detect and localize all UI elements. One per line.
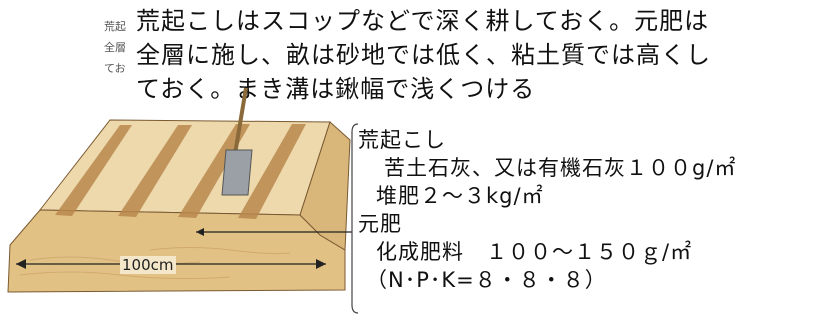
ghost-line-3: てお	[104, 62, 126, 75]
furrow-1	[55, 125, 132, 216]
ghost-line-1: 荒起	[104, 20, 126, 33]
description-line-3: ておく。まき溝は鍬幅で浅くつける	[136, 75, 536, 103]
ghost-line-2: 全層	[104, 41, 126, 54]
description-line-2: 全層に施し、畝は砂地では低く、粘土質では高くし	[136, 41, 711, 69]
base-fertilizer-heading: 元肥	[358, 212, 402, 236]
plow-item-lime: 苦土石灰、又は有機石灰１００g/㎡	[384, 156, 737, 180]
shovel-icon	[221, 87, 253, 196]
furrow-4	[238, 124, 306, 219]
fertilizer-spec: 荒起こし 苦土石灰、又は有機石灰１００g/㎡ 堆肥２～３kg/㎡ 元肥 化成肥料…	[358, 126, 736, 294]
npk-ratio: （N･P･K=８・８・８）	[366, 268, 607, 292]
spec-bracket	[351, 123, 359, 314]
description-line-1: 荒起こしはスコップなどで深く耕しておく。元肥は	[136, 7, 710, 35]
base-fertilizer-item: 化成肥料 １００～１５０ｇ/㎡	[376, 240, 693, 264]
fertilizer-pointer-arrow	[196, 228, 352, 236]
furrow-2	[118, 125, 192, 217]
plow-heading: 荒起こし	[358, 128, 446, 152]
plow-item-compost: 堆肥２～３kg/㎡	[376, 184, 544, 208]
width-label: 100cm	[120, 256, 176, 274]
furrow-3	[178, 124, 250, 218]
bed-front-face	[7, 209, 346, 293]
description-text: 荒起こしはスコップなどで深く耕しておく。元肥は 全層に施し、畝は砂地では低く、粘…	[136, 4, 711, 106]
ghost-text: 荒起 全層 てお	[104, 16, 138, 79]
